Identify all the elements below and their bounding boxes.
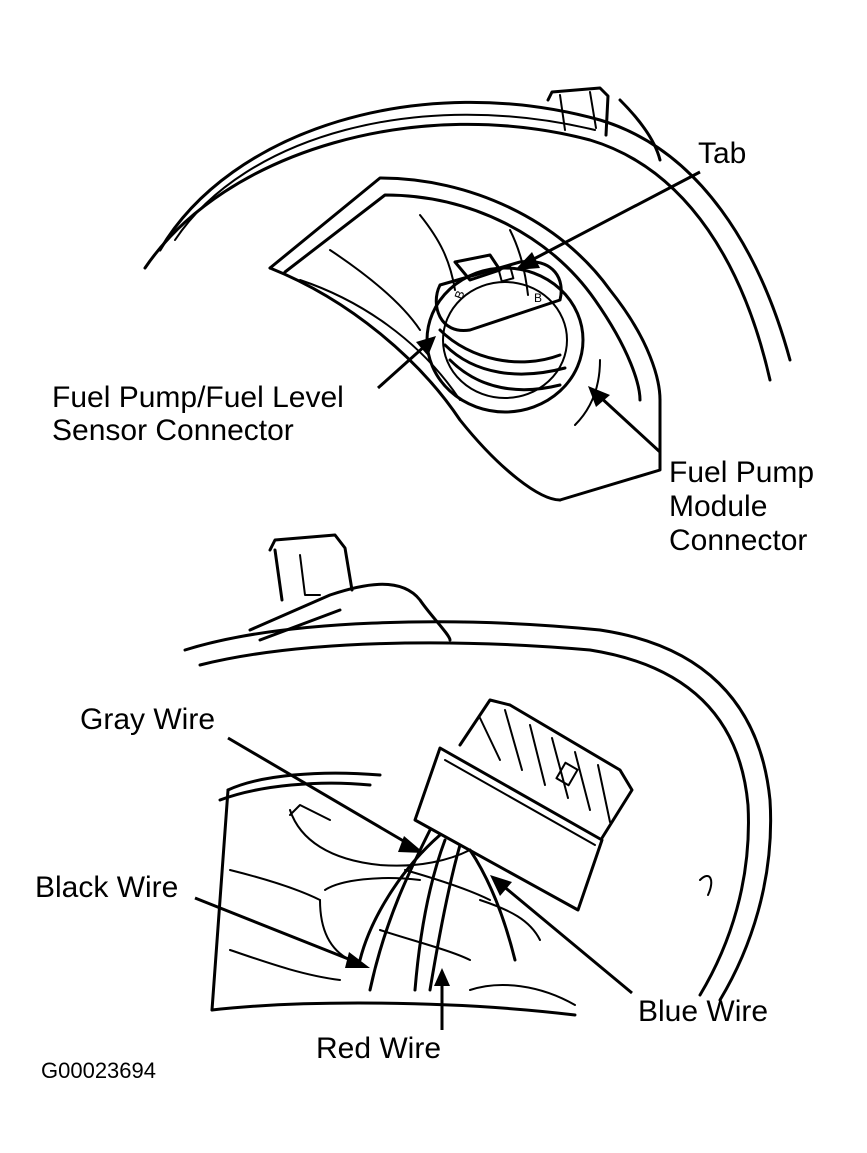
module-connector-label-line3: Connector	[669, 524, 808, 557]
tab-leader	[515, 170, 701, 270]
sensor-connector-leader	[376, 336, 436, 390]
gray-wire-label: Gray Wire	[80, 703, 215, 736]
bottom-top-connector	[248, 533, 452, 642]
sensor-connector-label-line2: Sensor Connector	[52, 414, 294, 447]
module-connector-leader	[588, 386, 662, 454]
module-connector-label-line2: Module	[669, 490, 768, 523]
blue-wire-label: Blue Wire	[638, 995, 769, 1028]
top-tank-flange	[143, 86, 792, 382]
module-connector-label-line1: Fuel Pump	[669, 456, 815, 489]
blue-wire-leader	[490, 875, 633, 995]
tab-label: Tab	[698, 137, 747, 170]
red-wire-label: Red Wire	[316, 1032, 442, 1065]
red-wire-leader	[434, 968, 450, 1030]
sensor-connector-label-line1: Fuel Pump/Fuel Level	[52, 381, 344, 414]
bottom-module-opening	[210, 771, 577, 1017]
black-wire-leader	[194, 896, 370, 968]
bottom-tank-flange	[183, 620, 773, 1002]
figure-id: G00023694	[41, 1058, 156, 1083]
black-wire-label: Black Wire	[35, 871, 179, 904]
top-module-opening	[268, 176, 662, 502]
svg-text:B: B	[534, 291, 542, 305]
gray-wire-leader	[227, 736, 424, 853]
top-connector: B B	[425, 253, 585, 414]
bottom-connector	[358, 698, 634, 992]
